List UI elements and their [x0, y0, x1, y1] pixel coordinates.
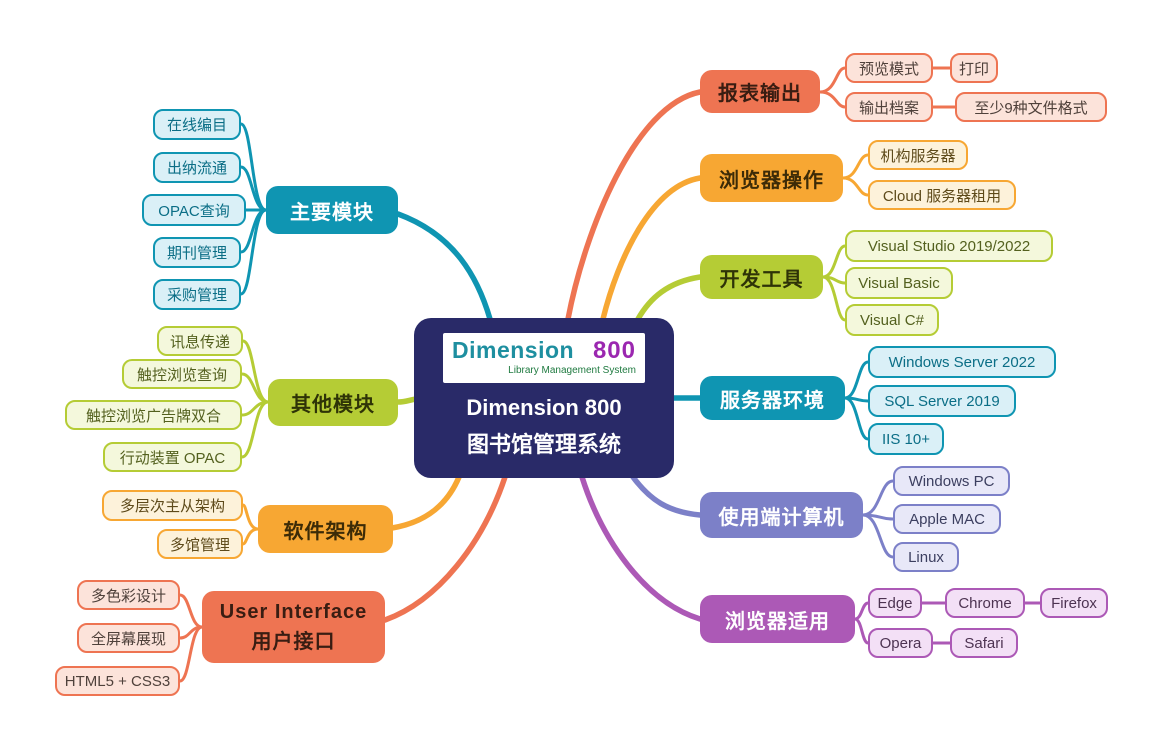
subtopic-sql-server[interactable]: SQL Server 2019	[868, 385, 1016, 417]
topic-browser-operation[interactable]: 浏览器操作	[700, 154, 843, 202]
subtopic-multi-library-management[interactable]: 多馆管理	[157, 529, 243, 559]
logo-subtitle: Library Management System	[508, 365, 636, 377]
dimension-logo: Dimension 800 Library Management System	[443, 332, 645, 383]
topic-report-output[interactable]: 报表输出	[700, 70, 820, 113]
topic-user-interface[interactable]: User Interface 用户接口	[202, 591, 385, 663]
subtopic-online-cataloging[interactable]: 在线编目	[153, 109, 241, 140]
subtopic-windows-server[interactable]: Windows Server 2022	[868, 346, 1056, 378]
subtopic-visual-csharp[interactable]: Visual C#	[845, 304, 939, 336]
subtopic-institution-server[interactable]: 机构服务器	[868, 140, 968, 170]
subtopic-print[interactable]: 打印	[950, 53, 998, 83]
topic-main-modules[interactable]: 主要模块	[266, 186, 398, 234]
topic-dev-tools[interactable]: 开发工具	[700, 255, 823, 299]
subtopic-apple-mac[interactable]: Apple MAC	[893, 504, 1001, 534]
subtopic-preview-mode[interactable]: 预览模式	[845, 53, 933, 83]
subtopic-output-file[interactable]: 输出档案	[845, 92, 933, 122]
topic-software-architecture[interactable]: 软件架构	[258, 505, 393, 553]
logo-brand-text: Dimension	[452, 337, 575, 364]
subtopic-linux[interactable]: Linux	[893, 542, 959, 572]
logo-number-text: 800	[592, 337, 636, 365]
subtopic-edge[interactable]: Edge	[868, 588, 922, 618]
topic-user-interface-line1: User Interface	[219, 601, 368, 623]
topic-client-computers[interactable]: 使用端计算机	[700, 492, 863, 538]
center-title-line2: 图书馆管理系统	[466, 432, 621, 457]
subtopic-multi-tier-architecture[interactable]: 多层次主从架构	[102, 490, 243, 521]
center-title: Dimension 800 图书馆管理系统	[466, 389, 621, 464]
subtopic-opac-search[interactable]: OPAC查询	[142, 194, 246, 226]
subtopic-mobile-opac[interactable]: 行动装置 OPAC	[103, 442, 242, 472]
subtopic-opera[interactable]: Opera	[868, 628, 933, 658]
subtopic-file-formats[interactable]: 至少9种文件格式	[955, 92, 1107, 122]
topic-server-environment[interactable]: 服务器环境	[700, 376, 845, 420]
subtopic-touch-browse-search[interactable]: 触控浏览查询	[122, 359, 242, 389]
subtopic-chrome[interactable]: Chrome	[945, 588, 1025, 618]
subtopic-acquisitions-management[interactable]: 采购管理	[153, 279, 241, 310]
topic-other-modules[interactable]: 其他模块	[268, 379, 398, 426]
logo-brand-line: Dimension 800	[452, 339, 636, 363]
subtopic-full-screen-display[interactable]: 全屏幕展现	[77, 623, 180, 653]
subtopic-serials-management[interactable]: 期刊管理	[153, 237, 241, 268]
subtopic-firefox[interactable]: Firefox	[1040, 588, 1108, 618]
subtopic-touch-browse-billboard[interactable]: 触控浏览广告牌双合	[65, 400, 242, 430]
subtopic-cloud-server-rental[interactable]: Cloud 服务器租用	[868, 180, 1016, 210]
subtopic-html5-css3[interactable]: HTML5 + CSS3	[55, 666, 180, 696]
subtopic-circulation[interactable]: 出纳流通	[153, 152, 241, 183]
subtopic-multi-color-design[interactable]: 多色彩设计	[77, 580, 180, 610]
subtopic-visual-basic[interactable]: Visual Basic	[845, 267, 953, 299]
center-topic[interactable]: Dimension 800 Library Management System …	[415, 319, 673, 477]
subtopic-windows-pc[interactable]: Windows PC	[893, 466, 1010, 496]
subtopic-message-delivery[interactable]: 讯息传递	[157, 326, 243, 356]
center-title-line1: Dimension 800	[466, 394, 622, 420]
topic-user-interface-line2: 用户接口	[251, 631, 336, 653]
subtopic-visual-studio[interactable]: Visual Studio 2019/2022	[845, 230, 1053, 262]
subtopic-iis[interactable]: IIS 10+	[868, 423, 944, 455]
topic-browser-compatibility[interactable]: 浏览器适用	[700, 595, 855, 643]
subtopic-safari[interactable]: Safari	[950, 628, 1018, 658]
